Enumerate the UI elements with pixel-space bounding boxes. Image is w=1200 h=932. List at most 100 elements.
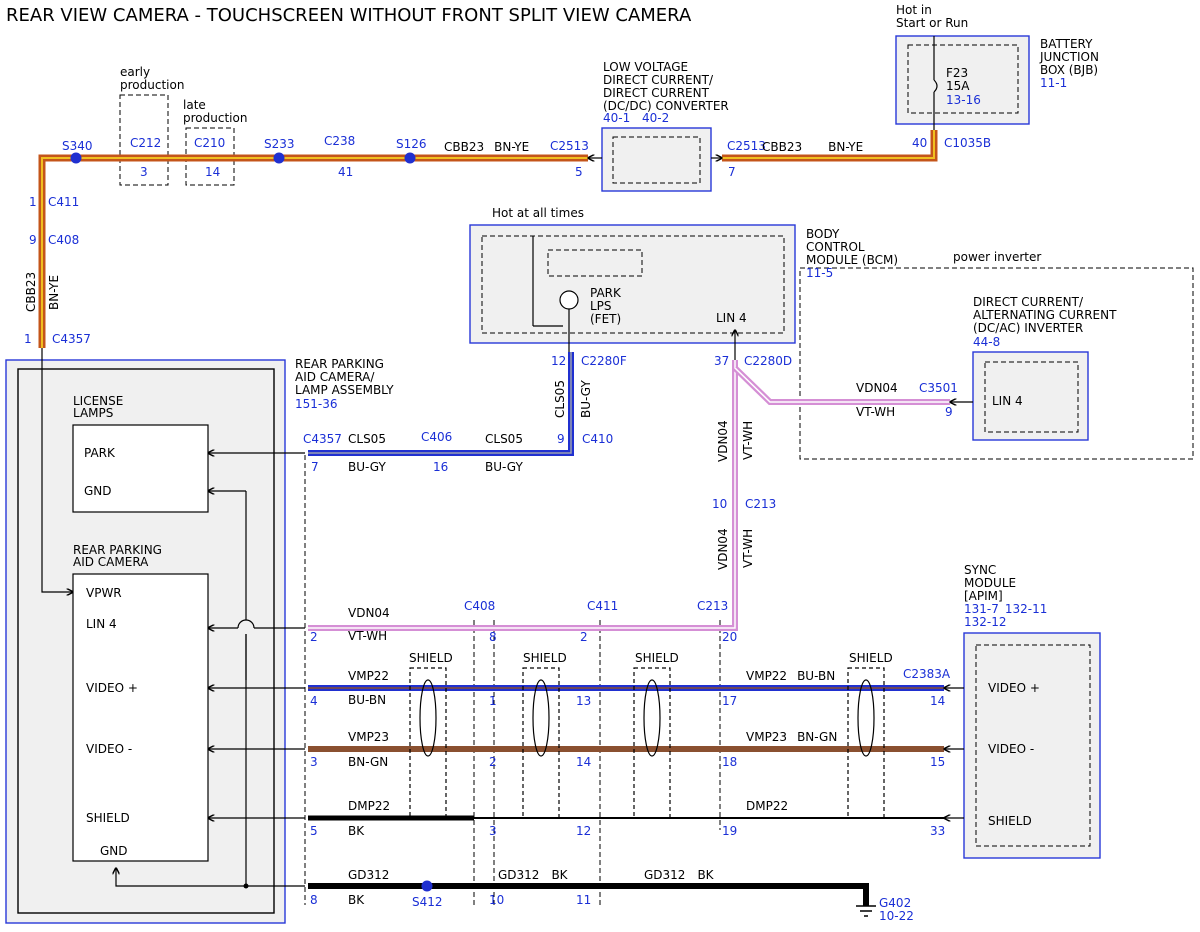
license-lamps-box [72, 424, 209, 513]
svg-text:9: 9 [945, 405, 953, 419]
svg-text:9: 9 [29, 233, 37, 247]
svg-text:11-1: 11-1 [1040, 76, 1067, 90]
svg-text:G402: G402 [879, 896, 911, 910]
svg-text:GD312: GD312 [348, 868, 389, 882]
splice-s340 [70, 152, 82, 164]
svg-text:11-5: 11-5 [806, 266, 833, 280]
svg-text:C238: C238 [324, 134, 355, 148]
svg-text:VDN04: VDN04 [856, 381, 898, 395]
svg-text:C4357: C4357 [303, 432, 342, 446]
svg-text:BK: BK [348, 893, 365, 907]
svg-text:8: 8 [489, 630, 497, 644]
svg-text:C408: C408 [464, 599, 495, 613]
svg-text:4: 4 [310, 694, 318, 708]
svg-text:C210: C210 [194, 136, 225, 150]
svg-text:132-12: 132-12 [964, 615, 1007, 629]
svg-text:VT-WH: VT-WH [741, 529, 755, 568]
svg-text:C2513: C2513 [727, 139, 766, 153]
svg-text:C212: C212 [130, 136, 161, 150]
svg-text:DMP22: DMP22 [348, 799, 390, 813]
svg-text:LIN 4: LIN 4 [716, 311, 747, 325]
svg-text:C2280D: C2280D [744, 354, 792, 368]
svg-text:C2280F: C2280F [581, 354, 627, 368]
svg-text:2: 2 [489, 755, 497, 769]
svg-text:37: 37 [714, 354, 729, 368]
svg-text:14: 14 [576, 755, 591, 769]
svg-text:1: 1 [489, 694, 497, 708]
svg-text:40: 40 [912, 136, 927, 150]
svg-text:BU-GY: BU-GY [579, 380, 593, 418]
svg-text:C213: C213 [745, 497, 776, 511]
svg-text:S126: S126 [396, 137, 427, 151]
svg-text:C411: C411 [48, 195, 79, 209]
svg-text:15A: 15A [946, 79, 970, 93]
note-power-inverter: power inverter [953, 250, 1041, 264]
svg-text:BN-YE: BN-YE [47, 275, 61, 310]
svg-text:10: 10 [712, 497, 727, 511]
svg-text:C410: C410 [582, 432, 613, 446]
svg-text:SHIELD: SHIELD [635, 651, 679, 665]
svg-text:1: 1 [24, 332, 32, 346]
svg-text:VT-WH: VT-WH [856, 405, 895, 419]
svg-text:VDN04: VDN04 [716, 528, 730, 570]
svg-text:VMP22: VMP22 [348, 669, 389, 683]
note-hot-all: Hot at all times [492, 206, 584, 220]
svg-text:7: 7 [728, 165, 736, 179]
svg-text:33: 33 [930, 824, 945, 838]
svg-text:12: 12 [551, 354, 566, 368]
svg-text:VMP23: VMP23 [348, 730, 389, 744]
svg-text:GND: GND [100, 844, 128, 858]
dcac-box [972, 351, 1089, 441]
svg-text:16: 16 [433, 460, 448, 474]
svg-text:DMP22: DMP22 [746, 799, 788, 813]
svg-text:SHIELD: SHIELD [86, 811, 130, 825]
svg-text:20: 20 [722, 630, 737, 644]
svg-text:VIDEO -: VIDEO - [988, 742, 1034, 756]
svg-text:9: 9 [557, 432, 565, 446]
svg-text:17: 17 [722, 694, 737, 708]
svg-text:DIRECT CURRENT/ALTERNATING CUR: DIRECT CURRENT/ALTERNATING CURRENT(DC/AC… [973, 295, 1117, 335]
bjb-box [895, 35, 1030, 125]
svg-text:VIDEO +: VIDEO + [86, 681, 138, 695]
camera-box [72, 573, 209, 862]
svg-text:C3501: C3501 [919, 381, 958, 395]
svg-text:CBB23: CBB23 [24, 272, 38, 312]
svg-text:SHIELD: SHIELD [988, 814, 1032, 828]
svg-text:18: 18 [722, 755, 737, 769]
svg-text:10-22: 10-22 [879, 909, 914, 923]
svg-text:VIDEO -: VIDEO - [86, 742, 132, 756]
svg-text:40-2: 40-2 [642, 111, 669, 125]
svg-text:VDN04: VDN04 [348, 606, 390, 620]
bcm-box [469, 224, 796, 344]
splice-s233 [273, 152, 285, 164]
svg-text:C4357: C4357 [52, 332, 91, 346]
svg-text:C406: C406 [421, 430, 452, 444]
svg-text:44-8: 44-8 [973, 335, 1000, 349]
svg-text:BU-GY: BU-GY [485, 460, 523, 474]
svg-text:S412: S412 [412, 895, 443, 909]
wire-vdn04 [308, 360, 950, 631]
svg-text:7: 7 [311, 460, 319, 474]
svg-text:14: 14 [205, 165, 220, 179]
svg-text:GND: GND [84, 484, 112, 498]
svg-text:C2513: C2513 [550, 139, 589, 153]
sync-box [963, 632, 1101, 859]
splice-s412 [421, 880, 433, 892]
svg-text:LIN 4: LIN 4 [992, 394, 1023, 408]
svg-text:C408: C408 [48, 233, 79, 247]
svg-text:C411: C411 [587, 599, 618, 613]
svg-text:C213: C213 [697, 599, 728, 613]
